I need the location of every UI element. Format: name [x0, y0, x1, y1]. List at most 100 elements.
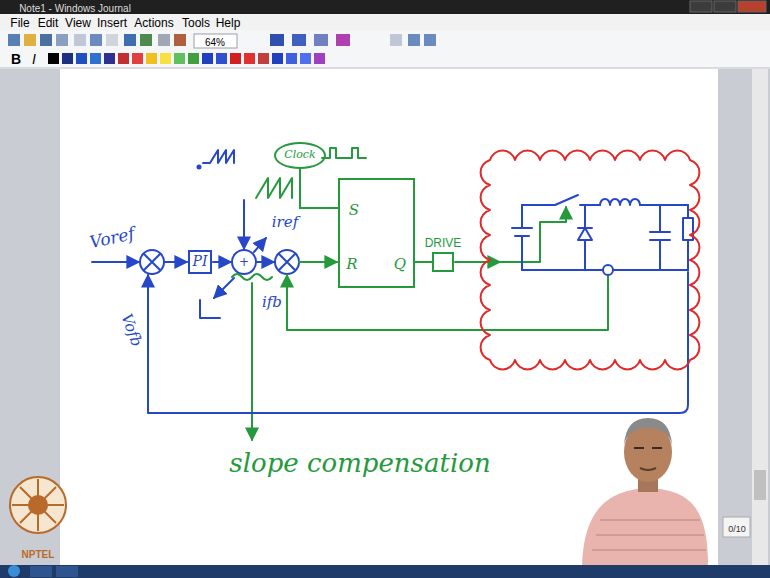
color-swatch	[174, 53, 185, 64]
zoom-box	[194, 34, 237, 48]
bold-button: B	[11, 52, 21, 67]
color-swatch	[202, 53, 213, 64]
diode-symbol	[578, 205, 592, 270]
color-swatch	[48, 53, 59, 64]
toolbar-icon	[174, 34, 186, 46]
color-swatch	[76, 53, 87, 64]
inductor-symbol	[600, 199, 640, 205]
italic-button: I	[32, 52, 36, 67]
current-sensor	[603, 265, 613, 275]
toolbar-icon	[24, 34, 36, 46]
minimize-button	[690, 1, 712, 12]
ground-rail	[522, 269, 688, 271]
color-swatch	[286, 53, 297, 64]
sawtooth-sketch	[203, 150, 234, 163]
reset-arrow	[299, 261, 337, 263]
signal-name: Vofb	[118, 311, 146, 349]
page-number: 0/10	[728, 525, 746, 535]
menu-item: Actions	[134, 17, 173, 30]
toolbar-icon	[158, 34, 170, 46]
signal-name: iref	[272, 214, 298, 231]
menu-bar	[0, 14, 770, 30]
signal-name: ifb	[262, 294, 282, 311]
zoom-level: 64%	[205, 37, 225, 48]
menu-item: Insert	[97, 17, 127, 30]
toolbar-icon	[8, 34, 20, 46]
color-swatch	[90, 53, 101, 64]
wire	[640, 204, 688, 206]
menu-item: Help	[216, 17, 241, 30]
sr-latch: SRQ	[338, 178, 415, 288]
sign-mark: -	[143, 274, 148, 292]
close-button	[738, 1, 766, 12]
signal-name: Vofb	[118, 312, 145, 349]
sawtooth-waveform	[256, 178, 292, 198]
color-swatch	[160, 53, 171, 64]
pin-name: R	[346, 256, 357, 273]
clock-circle: Clock	[274, 142, 326, 169]
eraser-icon	[336, 34, 350, 46]
menu-item: Tools	[182, 13, 210, 31]
color-swatch	[258, 53, 269, 64]
presenter-mouth	[640, 468, 656, 470]
pin-name: Q	[394, 256, 406, 273]
taskbar	[0, 565, 770, 578]
current-feedback	[287, 275, 608, 330]
shirt-stripes	[592, 520, 706, 550]
menu-item: View	[65, 13, 91, 31]
menu-item: File	[10, 17, 29, 30]
summing-cross	[279, 254, 295, 270]
wire	[415, 261, 432, 263]
color-swatch	[62, 53, 73, 64]
menu-item: Edit	[38, 17, 59, 30]
color-swatch	[244, 53, 255, 64]
bold-button: B	[11, 50, 21, 68]
toolbar-icon	[8, 34, 436, 48]
sign-mark: +	[239, 252, 249, 270]
logo-spokes	[12, 479, 64, 531]
pen-icon	[292, 34, 306, 46]
callout-arrow	[251, 283, 253, 440]
node-text: PI	[193, 254, 208, 269]
scrollbar	[752, 69, 768, 565]
page-indicator	[723, 517, 750, 537]
converter-cloud	[481, 151, 700, 370]
taskbar-icon	[56, 566, 78, 577]
journal-page	[60, 69, 718, 565]
scrollbar-thumb	[754, 470, 766, 500]
window-title: Note1 - Windows Journal	[19, 3, 131, 14]
signal-arrow	[256, 261, 274, 263]
adder-junction	[232, 250, 256, 274]
wavy-underline	[232, 274, 272, 280]
drive-box: DRIVE	[432, 252, 454, 272]
dot	[198, 166, 201, 169]
logo-ring	[10, 477, 66, 533]
drive-arrow	[455, 261, 500, 263]
page-number: 0/10	[728, 518, 746, 536]
resistor-symbol	[683, 218, 693, 240]
menu-item: Actions	[134, 13, 173, 31]
sign-mark: -	[143, 274, 148, 292]
annotation: slope compensation	[229, 449, 490, 478]
summing-cross	[144, 254, 160, 270]
color-swatch	[216, 53, 227, 64]
menu-item: View	[65, 17, 91, 30]
zoom-level: 64%	[205, 32, 225, 50]
capacitor-symbol	[650, 205, 670, 270]
toolbar-icon	[40, 34, 52, 46]
color-swatch	[118, 53, 129, 64]
ramp-sketch	[200, 300, 220, 318]
toolbar-border	[0, 68, 770, 69]
wire	[687, 205, 689, 270]
logo-text: NPTEL	[22, 544, 55, 562]
maximize-button	[714, 1, 736, 12]
toolbar	[0, 30, 770, 68]
color-swatch	[230, 53, 241, 64]
menu-item: Edit	[38, 13, 59, 31]
ramp-input-arrow	[243, 200, 245, 249]
signal-name: iref	[272, 213, 298, 231]
